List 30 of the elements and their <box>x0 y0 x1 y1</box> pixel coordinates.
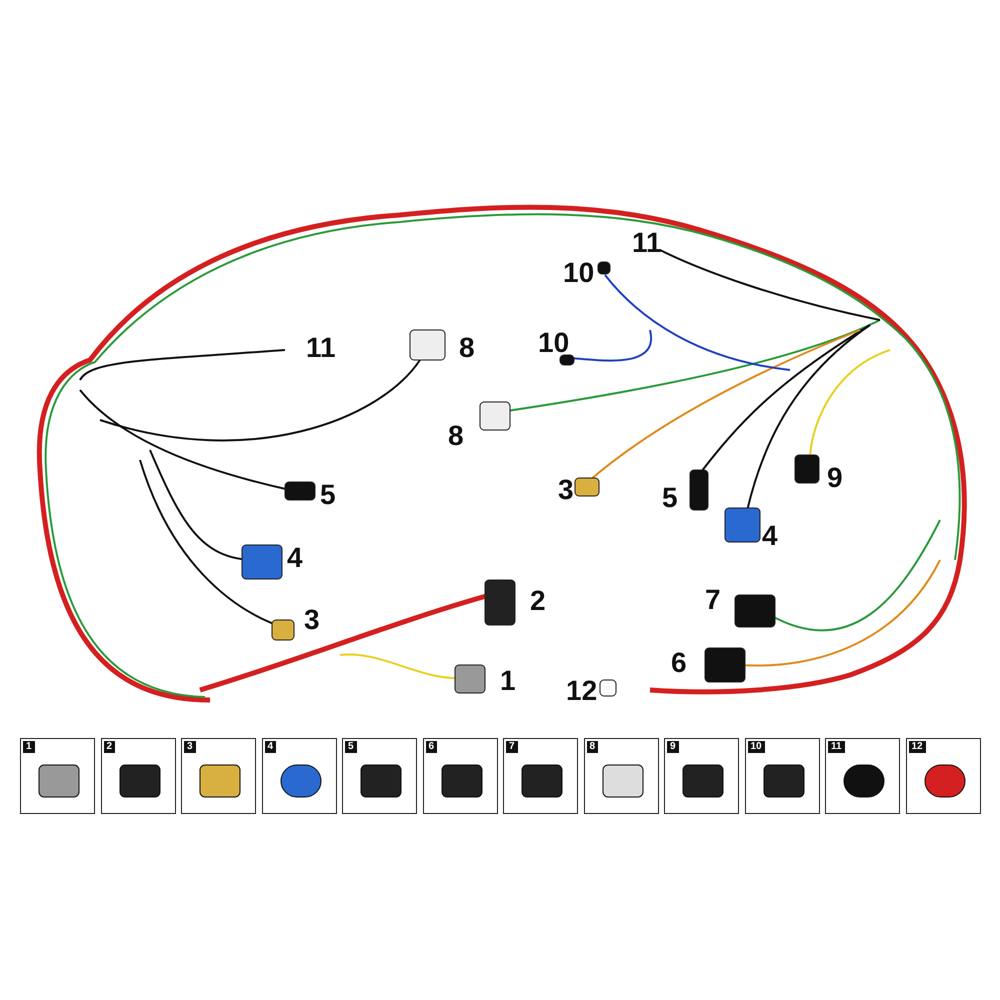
callout-number: 11 <box>306 333 336 363</box>
panel-number: 8 <box>586 741 598 753</box>
panel-number: 11 <box>828 741 845 753</box>
callout-number: 8 <box>448 421 464 451</box>
panel-number: 2 <box>104 741 116 753</box>
callout-number: 2 <box>530 586 546 616</box>
panel-number: 5 <box>345 741 357 753</box>
panel-number: 10 <box>748 741 765 753</box>
callout-number: 8 <box>459 333 475 363</box>
callout-number: 3 <box>558 475 574 505</box>
callout-number: 10 <box>563 258 594 288</box>
callout-number: 7 <box>705 585 721 615</box>
callout-number: 3 <box>304 605 320 635</box>
callout-number: 4 <box>287 543 303 573</box>
panel-number: 12 <box>908 741 926 753</box>
panel-number: 1 <box>23 741 35 753</box>
panel-number: 4 <box>264 741 276 753</box>
panel-number: 9 <box>667 741 679 753</box>
callout-number: 5 <box>662 483 678 513</box>
callout-number: 4 <box>762 521 778 551</box>
callout-number: 11 <box>632 228 662 258</box>
callout-number: 1 <box>500 666 516 696</box>
panel-number: 3 <box>184 741 196 753</box>
callout-number: 9 <box>827 463 843 493</box>
panel-number: 6 <box>426 741 438 753</box>
callout-number: 6 <box>671 648 687 678</box>
callout-number: 5 <box>320 480 336 510</box>
callout-number: 10 <box>538 328 570 358</box>
panel-number: 7 <box>506 741 518 753</box>
callout-number: 12 <box>566 676 598 706</box>
